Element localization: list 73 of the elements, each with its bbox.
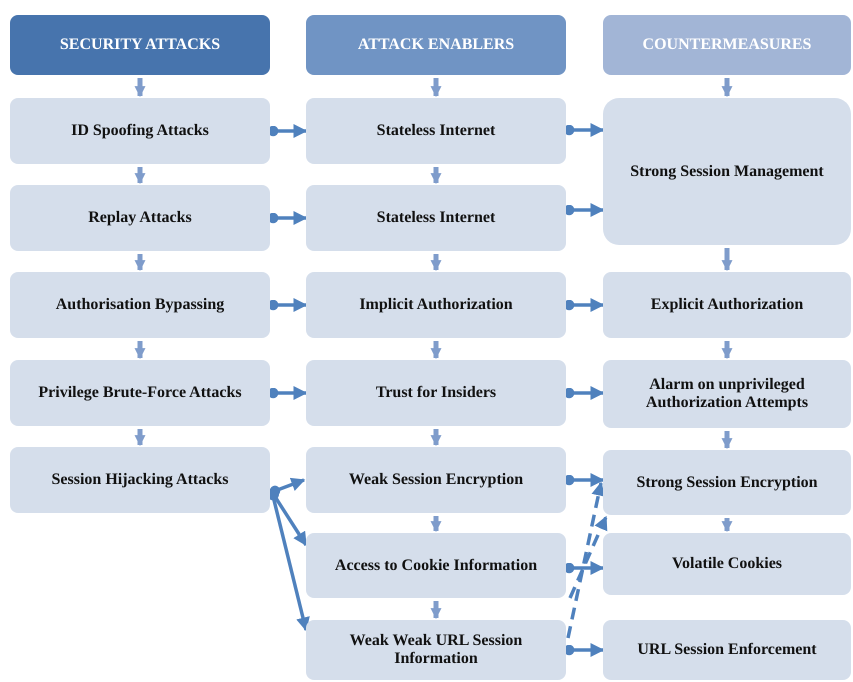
arrow	[722, 341, 732, 360]
arrow	[270, 478, 306, 496]
arrow	[722, 248, 732, 272]
arrow	[134, 341, 146, 360]
box-label: Weak Weak URL Session Information	[348, 632, 524, 668]
box-label: Session Hijacking Attacks	[52, 471, 228, 489]
process-box	[10, 185, 270, 251]
arrow	[564, 123, 604, 137]
process-box	[10, 272, 270, 338]
box-label: Privilege Brute-Force Attacks	[38, 384, 242, 402]
arrow	[430, 254, 442, 272]
column-header	[306, 15, 566, 75]
arrow	[134, 254, 146, 272]
box-label: ID Spoofing Attacks	[71, 122, 209, 140]
column-header	[10, 15, 270, 75]
arrow	[430, 341, 442, 360]
arrow	[430, 516, 442, 532]
box-label: URL Session Enforcement	[637, 641, 817, 659]
box-label: COUNTERMEASURES	[642, 36, 812, 54]
arrow	[564, 203, 604, 217]
box-label: Strong Session Encryption	[636, 474, 818, 492]
dashed-arrow	[568, 516, 608, 599]
arrow	[564, 386, 604, 400]
process-box	[306, 360, 566, 426]
box-label: Stateless Internet	[376, 122, 496, 140]
arrow	[564, 643, 604, 657]
box-label: Replay Attacks	[88, 209, 192, 227]
arrow	[722, 78, 732, 98]
arrow	[430, 429, 442, 446]
arrow	[134, 78, 146, 98]
arrow	[134, 429, 146, 446]
process-box	[10, 447, 270, 513]
arrow	[134, 167, 146, 184]
arrow	[564, 473, 604, 487]
box-label: Alarm on unprivileged Authorization Attempts	[644, 376, 810, 412]
process-box	[306, 185, 566, 251]
box-label: Implicit Authorization	[359, 296, 513, 314]
process-box	[603, 450, 851, 515]
box-label: Authorisation Bypassing	[56, 296, 224, 314]
box-label: Explicit Authorization	[650, 296, 804, 314]
arrow	[268, 211, 308, 225]
process-box	[306, 272, 566, 338]
dashed-arrow	[566, 482, 606, 638]
box-label: Weak Session Encryption	[348, 471, 524, 489]
box-label: Stateless Internet	[376, 209, 496, 227]
process-box	[306, 533, 566, 598]
process-box	[603, 360, 851, 428]
arrow	[268, 386, 308, 400]
box-label: Strong Session Management	[630, 162, 824, 180]
arrow	[430, 78, 442, 98]
process-box	[603, 620, 851, 680]
arrow	[564, 298, 604, 312]
process-box	[10, 360, 270, 426]
arrow	[430, 167, 442, 184]
arrow	[268, 298, 308, 312]
arrow	[722, 431, 732, 450]
process-box	[603, 533, 851, 595]
box-label: Trust for Insiders	[376, 384, 496, 402]
arrow	[430, 601, 442, 620]
column-header	[603, 15, 851, 75]
box-label: Volatile Cookies	[672, 555, 782, 573]
arrow	[268, 124, 308, 138]
arrow	[564, 561, 604, 575]
box-label: SECURITY ATTACKS	[60, 36, 220, 54]
process-box	[306, 447, 566, 513]
box-label: ATTACK ENABLERS	[358, 36, 514, 54]
process-box	[603, 272, 851, 338]
process-box	[603, 98, 851, 245]
process-box	[306, 98, 566, 164]
box-label: Access to Cookie Information	[334, 556, 538, 574]
process-box	[306, 620, 566, 680]
arrow	[722, 518, 732, 532]
process-box	[10, 98, 270, 164]
